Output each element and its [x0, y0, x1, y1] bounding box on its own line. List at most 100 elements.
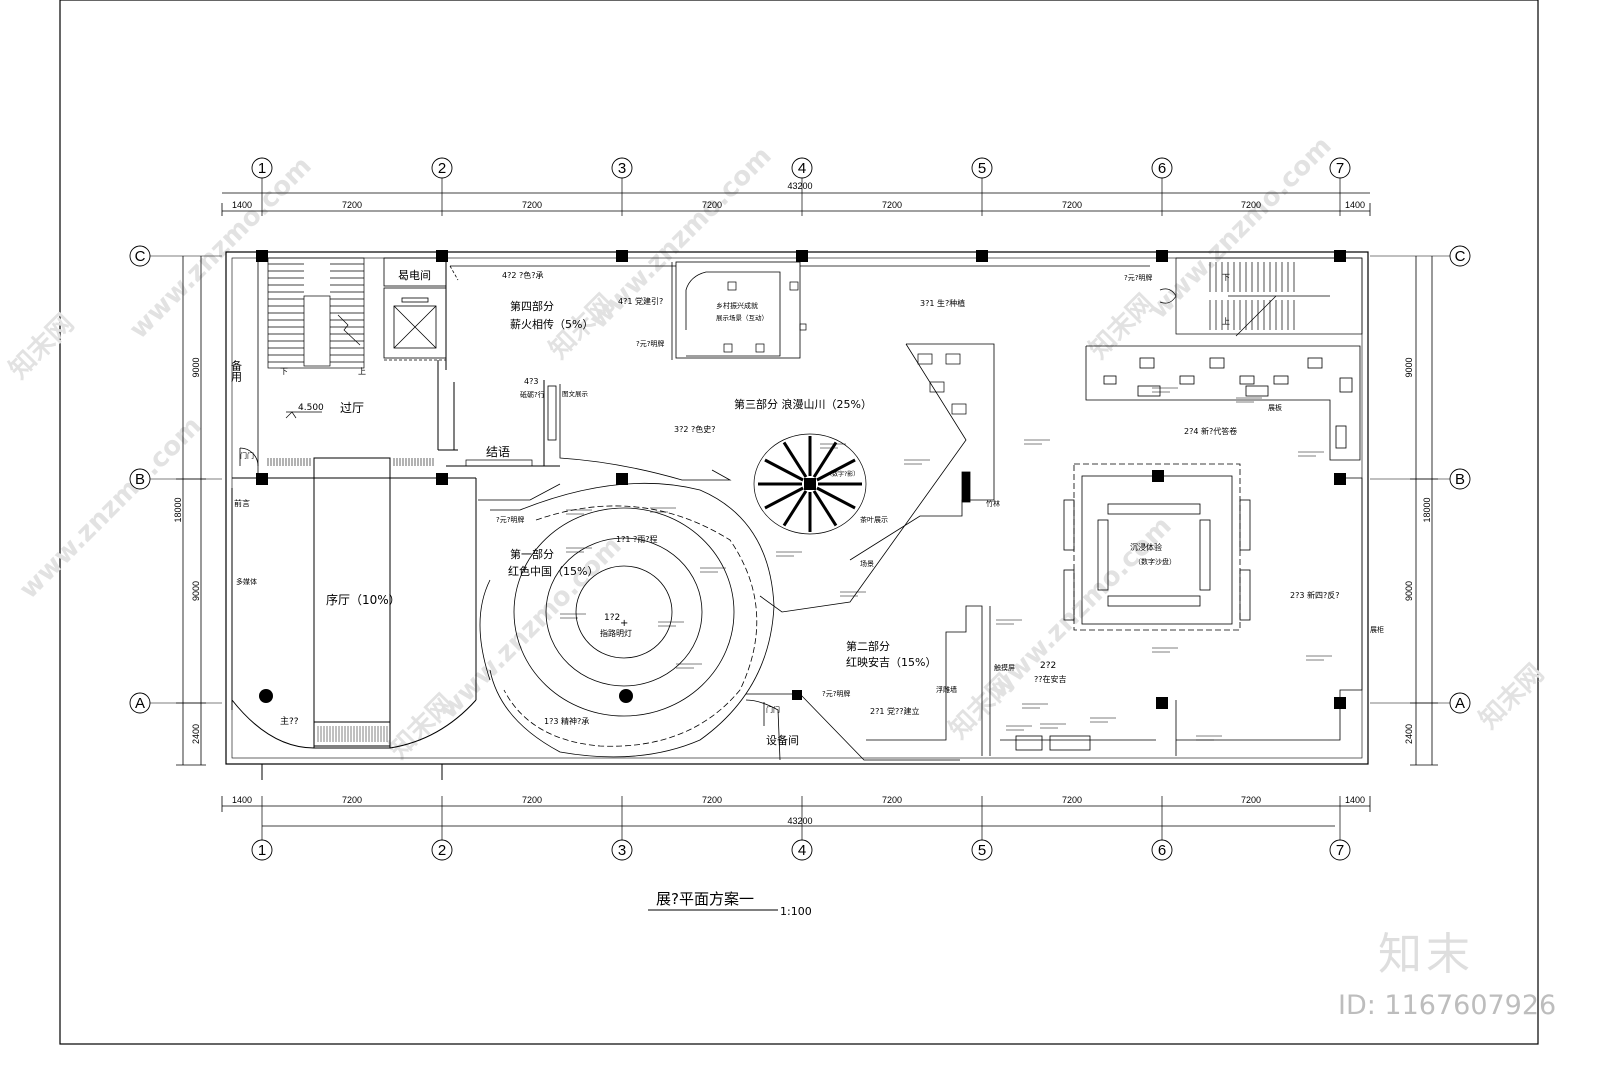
exhibit-label: 乡村振兴成就: [716, 301, 758, 310]
left-total-dim: 18000: [173, 497, 183, 522]
axis-label-5: 5: [978, 160, 986, 177]
column: [616, 250, 628, 262]
section4-area: [449, 261, 801, 481]
right-total-dim: 18000: [1422, 497, 1432, 522]
section4-title: 第四部分: [510, 299, 554, 313]
spare-room-label: 备用: [230, 359, 243, 383]
stair2-down-label: 下: [1222, 273, 1230, 282]
column-round: [259, 689, 273, 703]
small-label-1: 展板: [1268, 403, 1282, 412]
watermark-url: www.znzmo.com: [124, 151, 318, 345]
small-label-2: 展柜: [1370, 625, 1384, 634]
span-dim-top: 1400: [1345, 200, 1365, 210]
axis-label-3: 3: [618, 842, 626, 859]
axis-label-B: B: [1455, 471, 1465, 488]
digital-label: （数字?影）: [826, 470, 859, 478]
label-4-sign: ?元?明牌: [636, 339, 664, 348]
column-fan-center: [804, 478, 816, 490]
axis-label-C: C: [135, 248, 146, 265]
display-cases: [723, 281, 807, 353]
watermark-cn: 知末网: [1474, 659, 1550, 735]
wall-label: 浮雕墙: [936, 685, 957, 694]
scene-label: 场景: [860, 559, 874, 568]
column: [976, 250, 988, 262]
lobby-walls: [437, 258, 560, 467]
column: [1334, 250, 1346, 262]
section1-name: 红色中国（15%）: [508, 564, 598, 578]
structural-columns: [256, 250, 1346, 780]
level-mark: [285, 411, 322, 419]
screen-label: 触摸屏: [994, 663, 1015, 672]
axis-label-B: B: [135, 471, 145, 488]
top-dimensions: [221, 192, 1371, 216]
axis-label-1: 1: [258, 160, 266, 177]
preface-screen-hatch: [317, 726, 388, 742]
village-label: 沉浸体验: [1130, 542, 1162, 552]
axis-label-4: 4: [798, 160, 806, 177]
section3-cases: [917, 353, 967, 415]
span-dim-bottom: 7200: [702, 795, 722, 805]
axis-label-3: 3: [618, 160, 626, 177]
section2-name: 红映安吉（15%）: [846, 655, 936, 669]
minor-annotations: [560, 387, 1332, 741]
span-dim-left: 2400: [191, 724, 201, 744]
equipment-room: [745, 699, 781, 761]
stair2-up-label: 上: [1222, 317, 1230, 326]
span-dim-right: 9000: [1404, 357, 1414, 377]
multi-label: 多媒体: [236, 577, 257, 586]
span-dim-top: 7200: [702, 200, 722, 210]
marker-plus: +: [620, 618, 628, 629]
elevator-room-label: 曷电间: [398, 269, 431, 282]
label-1-sign: ?元?明牌: [496, 515, 524, 524]
drawing-scale: 1:100: [780, 905, 812, 918]
preface-hall: [231, 457, 477, 749]
bamboo-label: 竹林: [986, 499, 1000, 508]
drawing-title: 展?平面方案一: [656, 890, 754, 908]
lobby-label: 过厅: [340, 401, 364, 415]
spare-room: [239, 258, 259, 474]
total-top-dim: 43200: [787, 181, 812, 191]
span-dim-right: 2400: [1404, 724, 1414, 744]
door-label-b: 门门: [766, 705, 780, 714]
threshold-hatch: [267, 458, 434, 466]
watermark-layer: www.znzmo.com www.znzmo.com www.znzmo.co…: [4, 131, 1550, 765]
axis-label-6: 6: [1158, 842, 1166, 859]
label-4-2: 4?2 ?色?承: [502, 270, 543, 280]
axis-label-A: A: [135, 695, 145, 712]
axis-label-1: 1: [258, 842, 266, 859]
label-1-3: 1?3 精神?承: [544, 716, 589, 726]
column: [436, 473, 448, 485]
span-dim-bottom: 7200: [342, 795, 362, 805]
equipment-label: 设备间: [766, 733, 799, 747]
axis-label-7: 7: [1336, 842, 1344, 859]
exhibit-label-b: 展示场景（互动）: [716, 313, 768, 322]
axis-label-5: 5: [978, 842, 986, 859]
main-label: 主??: [280, 715, 299, 727]
level-label: 4.500: [298, 403, 324, 413]
column: [436, 250, 448, 262]
column: [616, 473, 628, 485]
photo-label: 图文展示: [562, 389, 589, 398]
watermark-cn: 知末网: [384, 689, 460, 765]
column-6B: [1152, 470, 1164, 482]
span-dim-top: 7200: [342, 200, 362, 210]
label-4-3b: 砥砺?行: [520, 390, 545, 399]
section2-title: 第二部分: [846, 639, 890, 653]
bottom-dimensions: [221, 796, 1371, 827]
label-2-4: 2?4 新?代答卷: [1184, 426, 1237, 436]
image-id: ID: 1167607926: [1338, 990, 1557, 1021]
label-2-3: 2?3 新四?反?: [1290, 590, 1339, 600]
span-dim-top: 7200: [522, 200, 542, 210]
label-3-2: 3?2 ?色史?: [674, 424, 715, 434]
label-1-2b: 指路明灯: [600, 628, 632, 638]
label-4-3: 4?3: [524, 377, 538, 386]
total-bottom-dim: 43200: [787, 816, 812, 826]
stair-top-right: [1159, 257, 1363, 337]
front-label: 前言: [234, 498, 250, 508]
section1-title: 第一部分: [510, 547, 554, 561]
watermark-cn: 知末网: [1084, 289, 1160, 365]
section3-title: 第三部分 浪漫山川（25%）: [734, 397, 872, 411]
span-dim-bottom: 7200: [1062, 795, 1082, 805]
label-4-1: 4?1 党建引?: [618, 296, 663, 306]
column-round: [619, 689, 633, 703]
